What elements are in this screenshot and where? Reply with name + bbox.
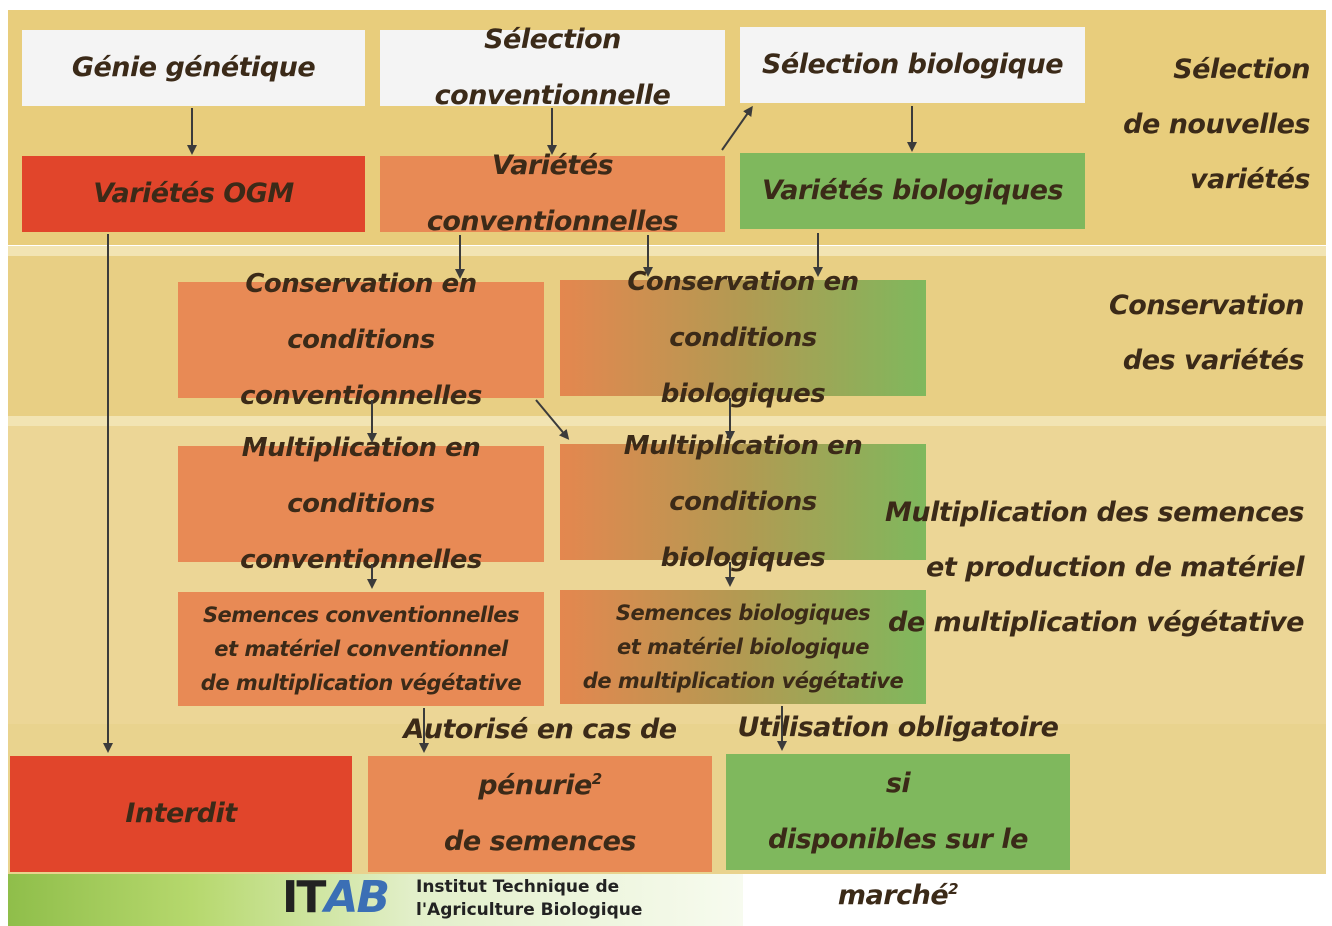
varietes-biologiques-box: Variétés biologiques	[740, 153, 1085, 229]
multiplication-conv-line1: Multiplication en conditions	[241, 433, 481, 519]
semences-bio-line2: et matériel biologique	[617, 635, 869, 659]
selection-conventionnelle-label: Sélection conventionnelle	[434, 24, 671, 111]
multiplication-bio-line1: Multiplication en conditions	[623, 431, 863, 517]
varietes-conventionnelles-box: Variétés conventionnelles	[380, 150, 725, 237]
interdit-box: Interdit	[10, 756, 352, 872]
obligatoire-footnote: 2	[948, 880, 959, 898]
autorise-footnote: 2	[591, 770, 602, 788]
side-selection-line2: de nouvelles	[1123, 109, 1310, 140]
conservation-conv-line1: Conservation en conditions	[245, 269, 477, 355]
autorise-text: Autorisé en cas de pénurie	[403, 714, 677, 801]
band-separator	[8, 246, 1326, 256]
institute-name-line2: l'Agriculture Biologique	[416, 900, 643, 920]
interdit-label: Interdit	[125, 798, 237, 829]
side-multiplication-line2: et production de matériel	[926, 552, 1304, 583]
side-selection-line1: Sélection	[1173, 54, 1310, 85]
autorise-line1: Autorisé en cas de pénurie2	[374, 702, 706, 814]
band-separator	[8, 416, 1326, 426]
multiplication-conventionnelle-box: Multiplication en conditions conventionn…	[178, 433, 544, 575]
arrow	[535, 399, 570, 440]
semences-conv-line1: Semences conventionnelles	[202, 603, 520, 627]
conservation-conv-line2: conventionnelles	[240, 381, 482, 411]
selection-biologique-label: Sélection biologique	[761, 49, 1064, 80]
obligatoire-box: Utilisation obligatoire si disponibles s…	[726, 712, 1070, 911]
semences-conv-line3: de multiplication végétative	[200, 671, 522, 695]
conservation-bio-line2: biologiques	[660, 379, 826, 409]
semences-bio-line1: Semences biologiques	[615, 601, 871, 625]
obligatoire-text: disponibles sur le marché	[768, 824, 1028, 911]
varietes-ogm-label: Variétés OGM	[93, 178, 294, 209]
itab-logo: ITAB	[282, 872, 390, 923]
side-label-selection: Sélection de nouvelles variétés	[1123, 42, 1310, 207]
multiplication-biologique-box: Multiplication en conditions biologiques	[560, 431, 926, 573]
arrow	[721, 105, 753, 151]
selection-conventionnelle-box: Sélection conventionnelle	[380, 24, 725, 111]
selection-biologique-box: Sélection biologique	[740, 27, 1085, 103]
varietes-ogm-box: Variétés OGM	[22, 156, 365, 232]
logo-letters-it: IT	[282, 872, 326, 923]
conservation-biologique-box: Conservation en conditions biologiques	[560, 267, 926, 409]
varietes-conventionnelles-label: Variétés conventionnelles	[426, 150, 679, 237]
genie-genetique-label: Génie génétique	[71, 52, 316, 83]
conservation-conventionnelle-box: Conservation en conditions conventionnel…	[178, 269, 544, 411]
side-conservation-line2: des variétés	[1122, 345, 1305, 376]
logo-letters-ab: AB	[324, 872, 390, 923]
obligatoire-line2: disponibles sur le marché2	[732, 812, 1064, 924]
varietes-biologiques-label: Variétés biologiques	[761, 175, 1064, 206]
side-multiplication-line3: de multiplication végétative	[888, 607, 1304, 638]
semences-conventionnelles-box: Semences conventionnelles et matériel co…	[178, 592, 544, 706]
semences-bio-line3: de multiplication végétative	[582, 669, 904, 693]
genie-genetique-box: Génie génétique	[22, 30, 365, 106]
side-label-multiplication: Multiplication des semences et productio…	[885, 485, 1304, 650]
side-selection-line3: variétés	[1190, 164, 1310, 195]
obligatoire-line1: Utilisation obligatoire si	[737, 712, 1060, 799]
semences-biologiques-box: Semences biologiques et matériel biologi…	[560, 590, 926, 704]
side-label-conservation: Conservation des variétés	[1108, 278, 1305, 388]
multiplication-conv-line2: conventionnelles	[240, 545, 482, 575]
institute-name-line1: Institut Technique de	[416, 877, 620, 897]
semences-conv-line2: et matériel conventionnel	[214, 637, 508, 661]
multiplication-bio-line2: biologiques	[660, 543, 826, 573]
institute-name: Institut Technique de l'Agriculture Biol…	[416, 876, 642, 922]
side-conservation-line1: Conservation	[1108, 290, 1305, 321]
side-multiplication-line1: Multiplication des semences	[885, 497, 1304, 528]
footer-grass-strip	[8, 874, 743, 926]
